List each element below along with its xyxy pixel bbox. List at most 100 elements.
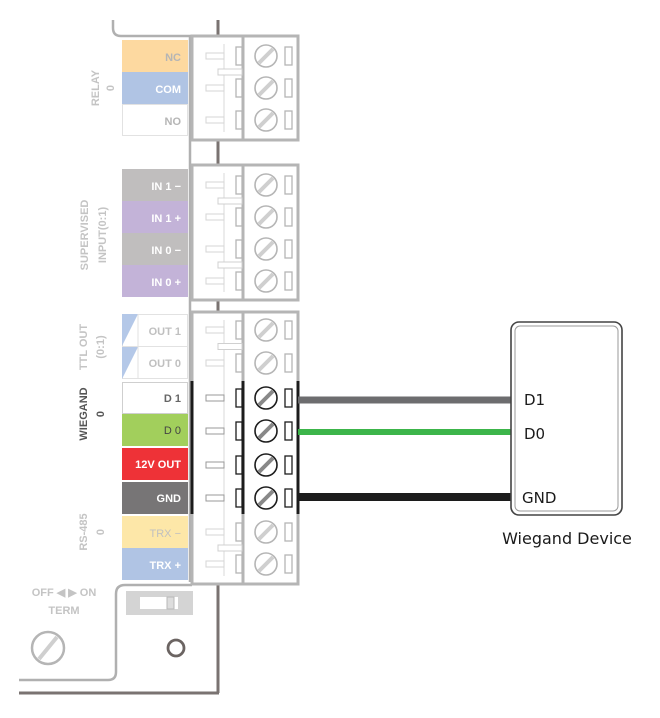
supervised-group-sub: INPUT(0:1)	[97, 207, 109, 264]
ttl-group-title: TTL OUT	[78, 324, 90, 371]
screw-icon[interactable]	[254, 76, 278, 100]
terminal-out0[interactable]	[205, 351, 293, 375]
ttl-out1-marker	[122, 314, 138, 346]
terminal-nc[interactable]	[205, 44, 293, 68]
pin-label-12v-out: 12V OUT	[135, 459, 181, 471]
wire-entry-slot[interactable]	[284, 271, 293, 291]
wire-entry-slot[interactable]	[284, 46, 293, 66]
wire-entry-slot[interactable]	[284, 522, 293, 542]
screw-icon[interactable]	[254, 205, 278, 229]
wire-entry-slot[interactable]	[284, 207, 293, 227]
pin-label-d0: D 0	[164, 425, 181, 437]
screw-icon[interactable]	[254, 486, 278, 510]
terminal-com[interactable]	[205, 76, 293, 100]
pin-label-no-bg	[122, 104, 188, 136]
pin-label-d1: D 1	[164, 393, 181, 405]
rs485-group-title: RS-485	[78, 513, 90, 550]
terminal-trx-plus[interactable]	[205, 552, 293, 576]
wire-entry-slot[interactable]	[284, 239, 293, 259]
wire-entry-slot[interactable]	[284, 110, 293, 130]
led-indicator-icon	[166, 638, 186, 658]
pin-label-out0: OUT 0	[149, 358, 181, 370]
pin-label-in0-minus: IN 0 −	[151, 245, 181, 257]
terminal-gnd[interactable]	[205, 486, 293, 510]
terminal-out1[interactable]	[205, 318, 293, 342]
terminal-d0[interactable]	[205, 419, 293, 443]
device-pin-d0: D0	[524, 425, 545, 443]
wire-entry-slot[interactable]	[284, 353, 293, 373]
termination-dip-switch[interactable]	[126, 591, 193, 615]
pin-label-in1-plus: IN 1 +	[151, 213, 181, 225]
supervised-input-group: SUPERVISED INPUT(0:1) IN 1 − IN 1 + IN 0…	[79, 169, 188, 297]
pin-label-no: NO	[165, 116, 182, 128]
ttl-out0-marker	[122, 347, 138, 379]
board-frame	[19, 20, 220, 695]
screw-icon[interactable]	[254, 44, 278, 68]
wiegand-device: D1 D0 GND Wiegand Device	[502, 321, 632, 548]
pin-label-nc: NC	[165, 52, 181, 64]
terminal-blocks	[190, 34, 300, 586]
pin-label-com-bg	[122, 72, 188, 104]
screw-icon[interactable]	[254, 386, 278, 410]
dip-switch-knob[interactable]	[166, 596, 175, 610]
screw-icon[interactable]	[254, 108, 278, 132]
screw-icon[interactable]	[254, 269, 278, 293]
wire-entry-slot[interactable]	[284, 455, 293, 475]
termination-section: OFF ◀ ▶ ON TERM	[30, 587, 193, 666]
board-inner-outline	[19, 20, 192, 682]
terminal-block-1	[190, 163, 300, 302]
wires	[298, 396, 512, 501]
wire-entry-slot[interactable]	[284, 388, 293, 408]
terminal-block-housing	[190, 310, 300, 586]
screw-icon[interactable]	[254, 552, 278, 576]
terminal-no[interactable]	[205, 108, 293, 132]
ttl-out-group: TTL OUT (0:1) OUT 1 OUT 0	[78, 314, 188, 379]
pin-label-com: COM	[155, 84, 181, 96]
pin-label-trx-plus: TRX +	[150, 560, 181, 572]
terminal-12v-out[interactable]	[205, 453, 293, 477]
terminal-block-2	[190, 310, 300, 586]
term-label: TERM	[48, 605, 79, 617]
wiegand-group-number: 0	[95, 411, 107, 417]
screw-icon[interactable]	[254, 173, 278, 197]
wire-entry-slot[interactable]	[284, 488, 293, 508]
terminal-in0-minus[interactable]	[205, 237, 293, 261]
relay-group: RELAY 0 NC COM NO	[90, 40, 188, 136]
relay-group-title: RELAY	[90, 69, 102, 106]
relay-group-number: 0	[105, 85, 117, 91]
wire-entry-slot[interactable]	[284, 421, 293, 441]
device-pin-gnd: GND	[522, 489, 556, 507]
terminal-d1[interactable]	[205, 386, 293, 410]
screw-icon[interactable]	[254, 318, 278, 342]
pin-label-out1: OUT 1	[149, 326, 181, 338]
wire-entry-slot[interactable]	[284, 78, 293, 98]
terminal-in1-plus[interactable]	[205, 205, 293, 229]
screw-icon[interactable]	[254, 237, 278, 261]
wiegand-device-body	[510, 321, 623, 516]
term-screw-icon	[30, 630, 66, 666]
screw-icon[interactable]	[254, 351, 278, 375]
wire-entry-slot[interactable]	[284, 175, 293, 195]
term-switch-direction-label: OFF ◀ ▶ ON	[32, 587, 97, 599]
wire-entry-slot[interactable]	[284, 320, 293, 340]
pin-label-in1-minus: IN 1 −	[151, 181, 181, 193]
terminal-block-0	[190, 34, 300, 142]
terminal-in0-plus[interactable]	[205, 269, 293, 293]
ttl-group-sub: (0:1)	[95, 335, 107, 359]
terminal-trx-minus[interactable]	[205, 520, 293, 544]
screw-icon[interactable]	[254, 419, 278, 443]
rs485-group: RS-485 0 TRX − TRX +	[78, 513, 188, 580]
wiegand-device-label: Wiegand Device	[502, 529, 632, 548]
rs485-group-number: 0	[95, 529, 107, 535]
screw-icon[interactable]	[254, 453, 278, 477]
screw-icon[interactable]	[254, 520, 278, 544]
wiegand-group: WIEGAND 0 D 1 D 0 12V OUT GND	[78, 382, 188, 514]
pin-label-nc-bg	[122, 40, 188, 72]
supervised-group-title: SUPERVISED	[79, 200, 91, 271]
terminal-in1-minus[interactable]	[205, 173, 293, 197]
pin-label-gnd: GND	[157, 493, 182, 505]
wire-entry-slot[interactable]	[284, 554, 293, 574]
pin-label-trx-minus: TRX −	[150, 528, 181, 540]
device-pin-d1: D1	[524, 391, 545, 409]
